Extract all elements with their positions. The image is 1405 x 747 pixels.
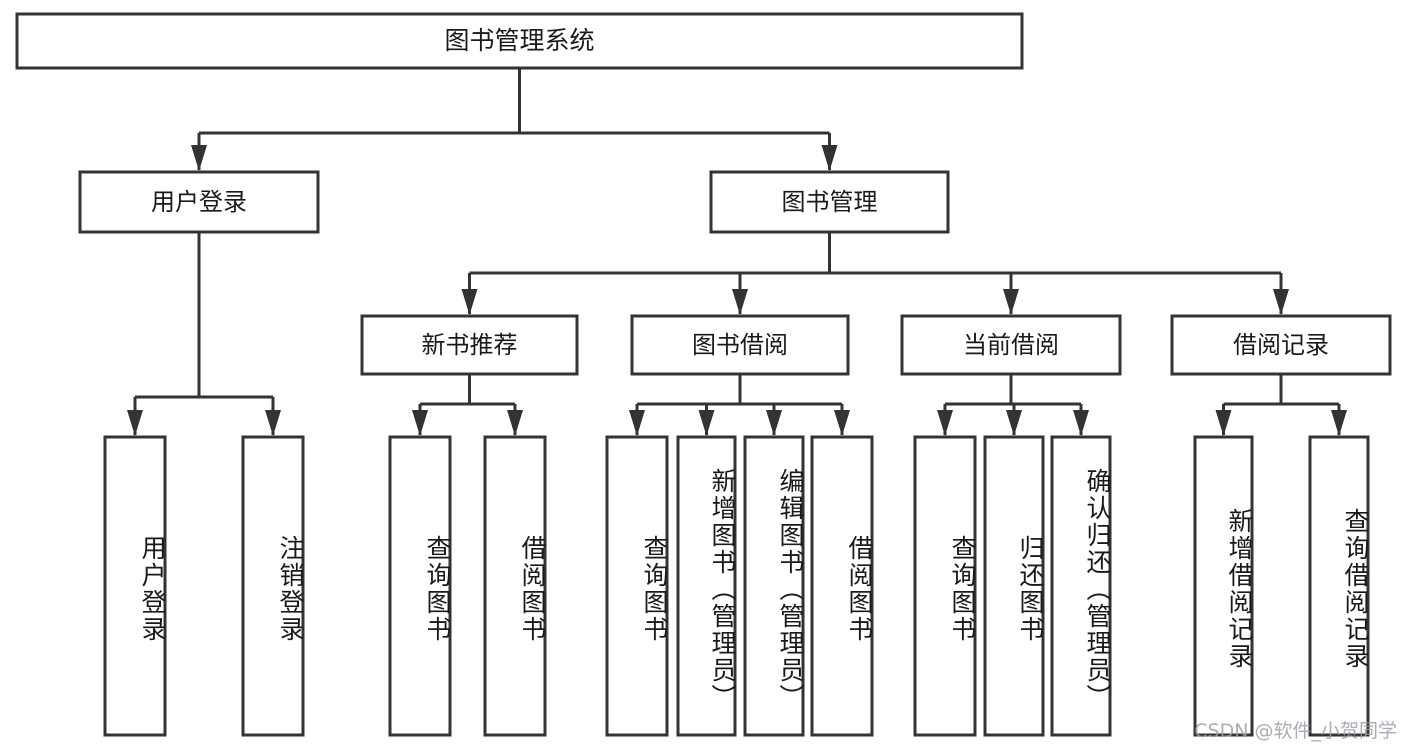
arrow-head-icon [698, 410, 715, 436]
arrow-head-icon [1006, 410, 1022, 436]
arrow-head-icon [191, 145, 207, 171]
node-box-leaf-confirm-return[interactable] [1050, 435, 1112, 737]
arrow-head-icon [507, 410, 523, 436]
arrow-head-icon [265, 410, 281, 436]
node-box-user-login[interactable] [78, 170, 320, 234]
arrow-head-icon [1073, 410, 1089, 436]
arrow-head-icon [461, 289, 478, 315]
arrow-head-icon [732, 289, 748, 315]
arrow-head-icon [412, 410, 428, 436]
arrow-head-icon [834, 410, 850, 436]
arrow-head-icon [1331, 410, 1347, 436]
node-box-new-book-recommend[interactable] [360, 314, 579, 376]
node-box-leaf-add-book-admin[interactable] [676, 435, 737, 737]
node-label-book-manage: 图书管理 [782, 188, 878, 216]
node-label-user-login: 用户登录 [151, 188, 247, 216]
node-label-root: 图书管理系统 [444, 26, 594, 55]
node-box-leaf-edit-book-admin[interactable] [743, 435, 805, 737]
node-box-leaf-query-book-bb[interactable] [605, 435, 669, 737]
node-box-borrow-record[interactable] [1170, 314, 1392, 376]
arrow-head-icon [1273, 289, 1289, 315]
node-box-current-borrow[interactable] [900, 314, 1122, 376]
node-box-leaf-borrow-book-bb[interactable] [810, 435, 874, 737]
node-box-leaf-add-borrow-rec[interactable] [1193, 435, 1254, 737]
node-box-leaf-query-book-cb[interactable] [913, 435, 977, 737]
node-box-leaf-borrow-book-nb[interactable] [483, 435, 547, 737]
node-label-book-borrow: 图书借阅 [692, 331, 788, 359]
node-box-leaf-logout-login[interactable] [241, 435, 305, 737]
node-box-leaf-query-book-nb[interactable] [388, 435, 452, 737]
arrow-head-icon [937, 410, 953, 436]
node-box-leaf-user-login[interactable] [103, 435, 167, 737]
node-label-current-borrow: 当前借阅 [963, 331, 1059, 359]
node-label-new-book-recommend: 新书推荐 [422, 331, 518, 359]
node-box-book-borrow[interactable] [630, 314, 850, 376]
arrow-head-icon [629, 410, 645, 436]
arrow-head-icon [766, 410, 782, 436]
arrow-head-icon [821, 145, 838, 171]
node-box-leaf-query-borrow-rec[interactable] [1308, 435, 1370, 737]
node-box-book-manage[interactable] [709, 170, 950, 234]
connector-layer [127, 68, 1347, 436]
node-box-layer [15, 12, 1392, 737]
node-box-root[interactable] [15, 12, 1024, 70]
arrow-head-icon [1215, 410, 1232, 436]
arrow-head-icon [127, 410, 143, 436]
watermark-credit: CSDN @软件_小贺同学 [1194, 720, 1397, 742]
arrow-head-icon [1003, 289, 1019, 315]
node-box-leaf-return-book[interactable] [983, 435, 1045, 737]
node-label-borrow-record: 借阅记录 [1233, 331, 1329, 359]
